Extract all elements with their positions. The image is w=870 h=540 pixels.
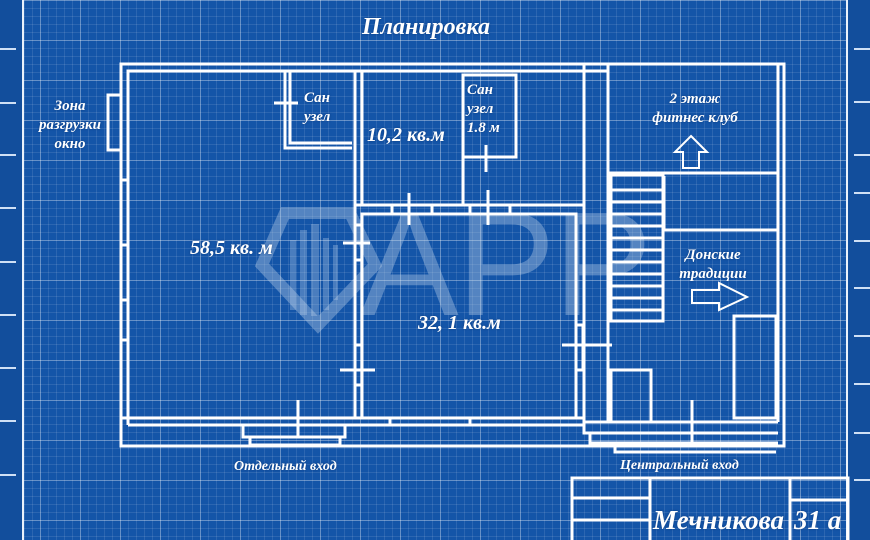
main-entrance-label: Центральный вход [620, 458, 739, 473]
left-frame-line [22, 0, 24, 540]
neighbor-label: Донские традиции [679, 247, 747, 282]
bathroom-2-label: Сан узел 1.8 м [467, 82, 500, 136]
room-office-area: 10,2 кв.м [367, 124, 445, 146]
right-frame-line [846, 0, 848, 540]
margin-tick [0, 474, 16, 476]
second-floor-label: 2 этаж фитнес клуб [652, 91, 738, 126]
margin-tick [0, 261, 16, 263]
margin-tick [0, 367, 16, 369]
bathroom-1-label: Сан узел [304, 90, 331, 125]
margin-tick [854, 335, 870, 337]
plan-title: Планировка [362, 14, 490, 40]
margin-tick [854, 48, 870, 50]
margin-tick [0, 48, 16, 50]
margin-tick [0, 420, 16, 422]
margin-tick [0, 154, 16, 156]
left-margin-strip [0, 0, 22, 540]
title-block-address: Мечникова [653, 505, 784, 535]
margin-tick [854, 192, 870, 194]
margin-tick [0, 314, 16, 316]
margin-tick [0, 207, 16, 209]
room-main-hall-area: 58,5 кв. м [190, 237, 273, 259]
margin-tick [854, 432, 870, 434]
margin-tick [0, 102, 16, 104]
margin-tick [854, 479, 870, 481]
unloading-zone-label: Зона разгрузки окно [39, 98, 101, 152]
margin-tick [854, 101, 870, 103]
room-hall-2-area: 32, 1 кв.м [418, 312, 501, 334]
separate-entrance-label: Отдельный вход [234, 459, 337, 474]
margin-tick [854, 240, 870, 242]
margin-tick [854, 383, 870, 385]
arrow-up-icon [672, 134, 710, 169]
title-block-number: 31 а [794, 505, 842, 535]
arrow-right-icon [691, 281, 750, 312]
margin-tick [854, 287, 870, 289]
right-margin-strip [848, 0, 870, 540]
margin-tick [854, 154, 870, 156]
